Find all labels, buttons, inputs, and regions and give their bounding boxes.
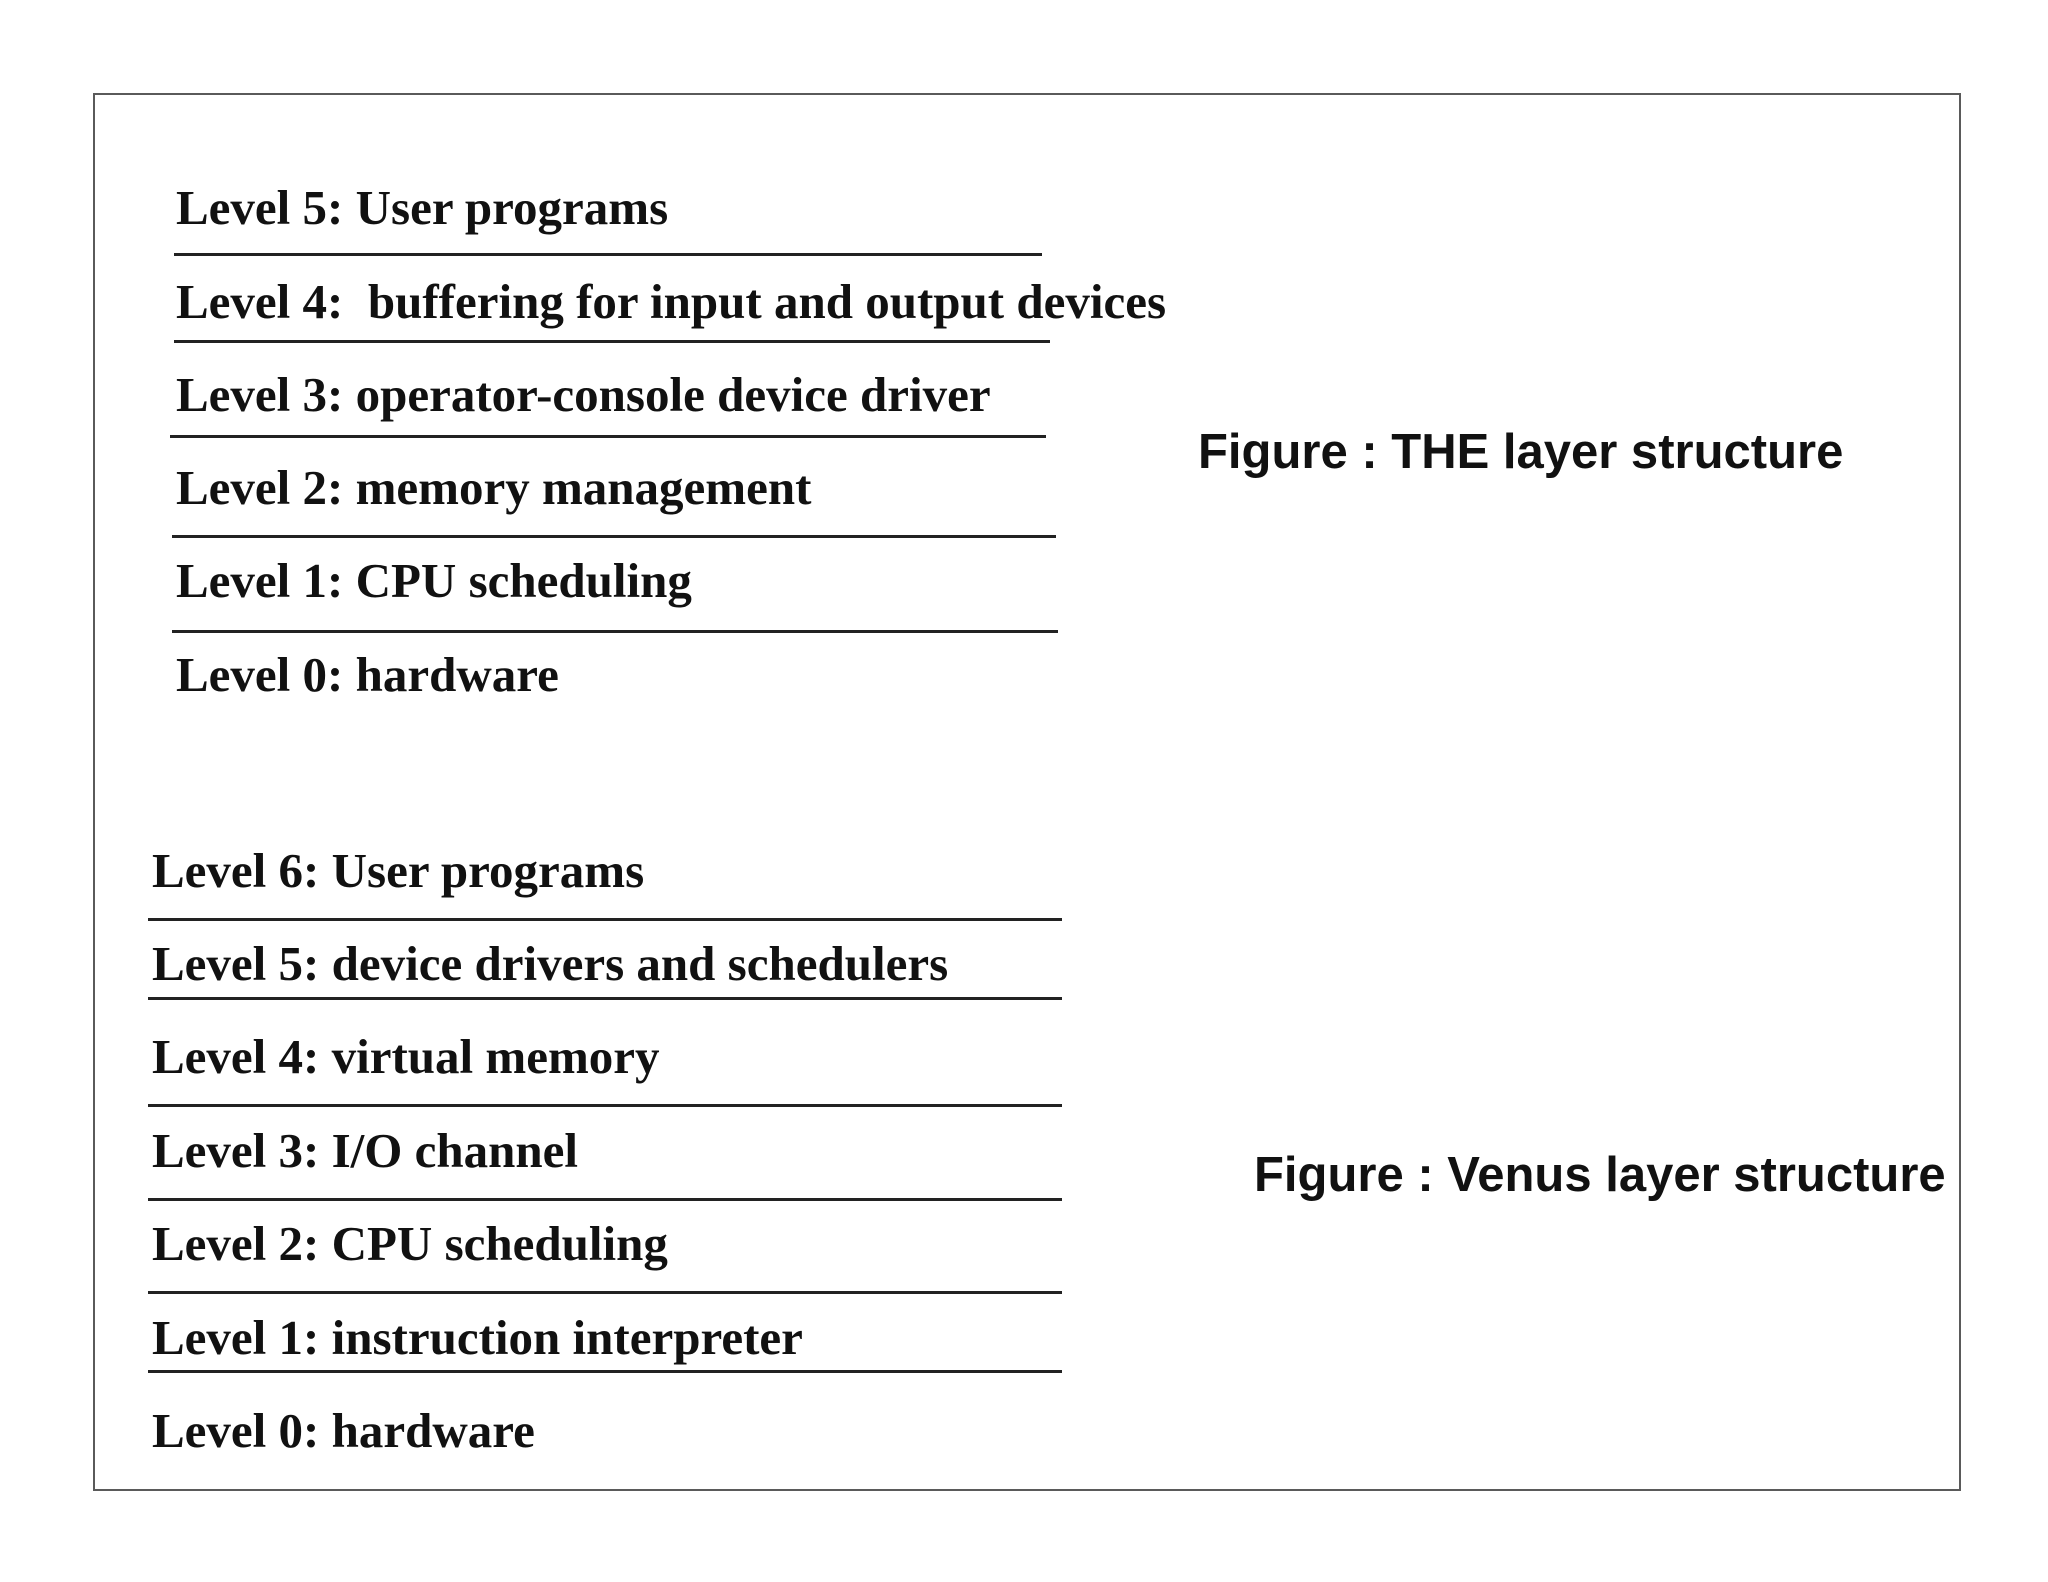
venus-level-4: Level 4: virtual memory <box>152 1029 660 1084</box>
venus-level-0: Level 0: hardware <box>152 1403 535 1458</box>
venus-level-2: Level 2: CPU scheduling <box>152 1216 668 1271</box>
venus-divider-1-0 <box>148 1370 1062 1373</box>
venus-level-3: Level 3: I/O channel <box>152 1123 579 1178</box>
the-level-5: Level 5: User programs <box>176 180 669 235</box>
the-level-3: Level 3: operator-console device driver <box>176 367 991 422</box>
the-divider-2-1 <box>172 535 1056 538</box>
venus-level-1: Level 1: instruction interpreter <box>152 1310 803 1365</box>
the-divider-1-0 <box>172 630 1058 633</box>
venus-divider-5-4 <box>148 997 1062 1000</box>
the-level-4: Level 4: buffering for input and output … <box>176 274 1167 329</box>
venus-level-5: Level 5: device drivers and schedulers <box>152 936 949 991</box>
venus-divider-3-2 <box>148 1198 1062 1201</box>
the-divider-5-4 <box>174 253 1042 256</box>
venus-divider-6-5 <box>148 918 1062 921</box>
venus-figure-caption: Figure : Venus layer structure <box>1254 1148 1946 1202</box>
slide-frame: Level 5: User programs Level 4: bufferin… <box>93 93 1961 1491</box>
venus-divider-4-3 <box>148 1104 1062 1107</box>
venus-level-6: Level 6: User programs <box>152 843 645 898</box>
the-figure-caption: Figure : THE layer structure <box>1198 425 1844 479</box>
the-level-1: Level 1: CPU scheduling <box>176 553 692 608</box>
the-level-0: Level 0: hardware <box>176 647 559 702</box>
the-divider-4-3 <box>174 340 1050 343</box>
venus-divider-2-1 <box>148 1291 1062 1294</box>
the-level-2: Level 2: memory management <box>176 460 812 515</box>
the-divider-3-2 <box>170 435 1046 438</box>
